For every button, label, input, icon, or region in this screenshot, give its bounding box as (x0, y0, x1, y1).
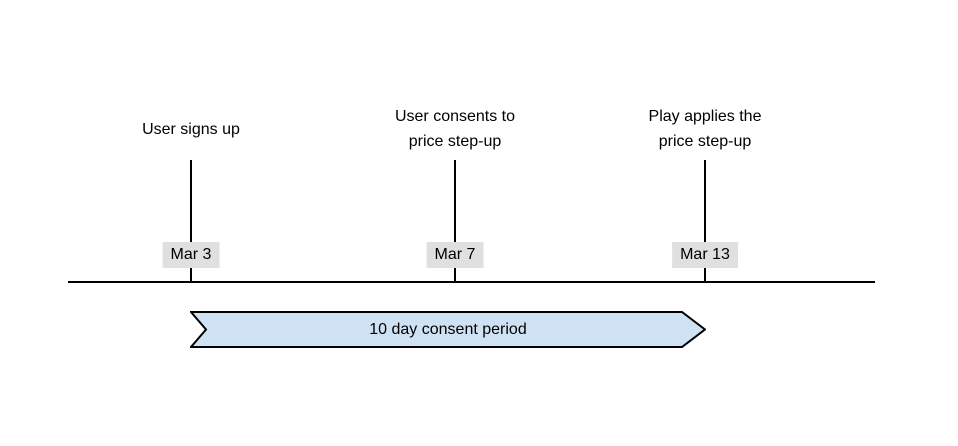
event-apply-label: Play applies the price step-up (648, 108, 762, 150)
event-consent-tick-line (454, 160, 456, 283)
chevron-arrow-shape (190, 311, 706, 348)
consent-period-label: 10 day consent period (369, 320, 527, 338)
event-signup-tick-line (190, 160, 192, 283)
event-signup-label: User signs up (142, 120, 240, 138)
event-apply-date-badge: Mar 13 (672, 242, 738, 268)
consent-period-banner: 10 day consent period (190, 311, 706, 348)
event-signup-date-badge: Mar 3 (162, 242, 220, 268)
event-consent-label: User consents to price step-up (394, 108, 516, 150)
event-apply-tick-line (704, 160, 706, 283)
timeline-axis-line (68, 281, 875, 283)
event-consent-date-badge: Mar 7 (426, 242, 484, 268)
